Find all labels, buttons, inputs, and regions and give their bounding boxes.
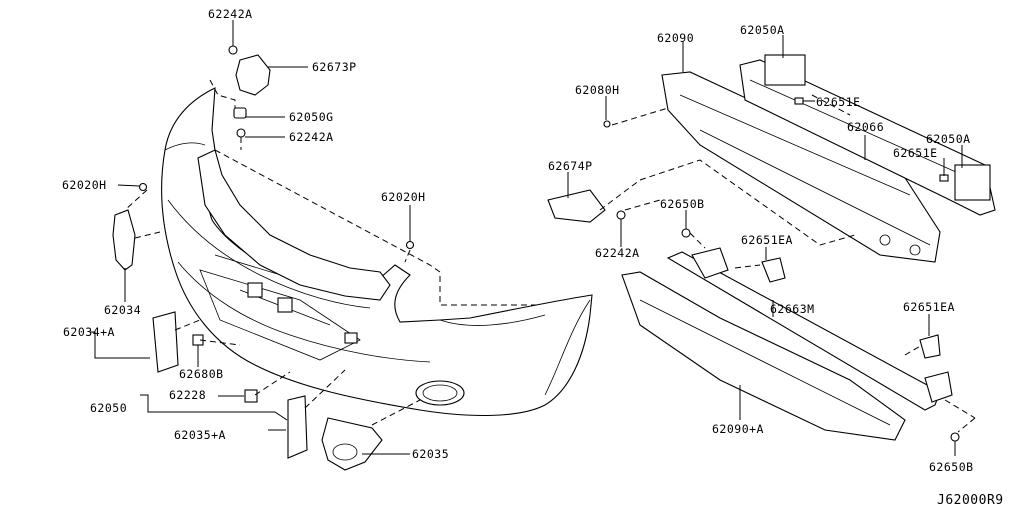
- label-62034a: 62034+A: [63, 325, 115, 339]
- upper-retainer: [197, 149, 391, 301]
- plate-62035a: [287, 395, 308, 459]
- bracket-62050a-top: [764, 54, 806, 86]
- bracket-right-end: [924, 371, 953, 403]
- dashed-lines: [124, 79, 976, 433]
- bracket-62674p: [547, 189, 606, 223]
- label-62663m: 62663M: [770, 302, 815, 316]
- label-62651ea-b: 62651EA: [903, 300, 955, 314]
- label-62090a: 62090+A: [712, 422, 764, 436]
- label-62651e-b: 62651E: [893, 146, 938, 160]
- diagram-code: J62000R9: [937, 493, 1004, 508]
- label-62674p: 62674P: [548, 159, 593, 173]
- label-62066: 62066: [847, 120, 885, 134]
- screw-62020h-left: [138, 182, 148, 192]
- bracket-62651ea-b: [919, 334, 941, 359]
- clip-62050g: [233, 107, 247, 119]
- bumper-fascia: [161, 87, 593, 417]
- label-62020h-right: 62020H: [381, 190, 426, 204]
- bolt-62080h: [603, 120, 611, 128]
- label-62680b: 62680B: [179, 367, 224, 381]
- bracket-62673p: [235, 54, 271, 96]
- side-bracket-62034: [112, 209, 136, 271]
- bolt-62650b-bottom: [950, 432, 960, 442]
- screw-62020h-right: [405, 240, 415, 250]
- label-62050: 62050: [90, 401, 128, 415]
- bolt-62242a-mid: [236, 128, 246, 138]
- label-62050g: 62050G: [289, 110, 334, 124]
- label-62050a-right: 62050A: [926, 132, 971, 146]
- foglamp-bracket-62035: [321, 417, 383, 471]
- leader-lines: [90, 20, 963, 456]
- label-62242a-top: 62242A: [208, 7, 253, 21]
- label-62651ea-a: 62651EA: [741, 233, 793, 247]
- label-62090: 62090: [657, 31, 695, 45]
- bracket-62651ea-a: [761, 257, 786, 283]
- plate-62034a: [152, 311, 179, 373]
- label-62050a-top: 62050A: [740, 23, 785, 37]
- bolt-62650b-top: [681, 228, 691, 238]
- label-62035a: 62035+A: [174, 428, 226, 442]
- label-62242a-right: 62242A: [595, 246, 640, 260]
- label-62651e-a: 62651E: [816, 95, 861, 109]
- label-62080h: 62080H: [575, 83, 620, 97]
- label-62673p: 62673P: [312, 60, 357, 74]
- label-62034: 62034: [104, 303, 142, 317]
- label-62650b-top: 62650B: [660, 197, 705, 211]
- bolt-62242a-right: [616, 210, 626, 220]
- nut-62651e-a: [794, 97, 804, 105]
- label-62650b-bottom: 62650B: [929, 460, 974, 474]
- label-62020h-left: 62020H: [62, 178, 107, 192]
- label-62242a-mid: 62242A: [289, 130, 334, 144]
- bracket-62651ea-left: [691, 247, 729, 279]
- bolt-62242a-top: [228, 45, 238, 55]
- lower-absorber-62090a: [621, 271, 906, 441]
- label-62035: 62035: [412, 447, 450, 461]
- bracket-62050a-right: [954, 164, 991, 201]
- clip-62228: [244, 389, 258, 403]
- label-62228: 62228: [169, 388, 207, 402]
